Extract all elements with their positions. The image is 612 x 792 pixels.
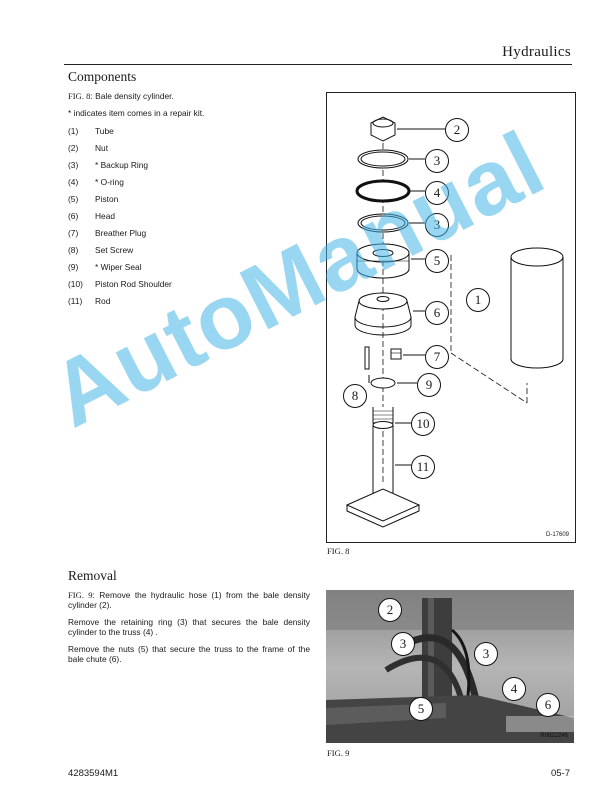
part-number: (8) (68, 245, 79, 255)
figure-8-description: FIG. 8: Bale density cylinder. (68, 91, 310, 101)
parts-list-item: (6) Head (68, 211, 172, 228)
figure-9-caption: FIG. 9 (327, 748, 350, 758)
part-label: Piston Rod Shoulder (95, 279, 172, 289)
part-label: * Wiper Seal (95, 262, 142, 272)
callout-6: 6 (425, 301, 449, 325)
callout-6: 6 (536, 693, 560, 717)
callout-3: 3 (474, 642, 498, 666)
part-label: Breather Plug (95, 228, 147, 238)
figure-8-description-text: : Bale density cylinder. (90, 91, 174, 101)
parts-list-item: (1) Tube (68, 126, 172, 143)
part-number: (2) (68, 143, 79, 153)
parts-list-item: (9) * Wiper Seal (68, 262, 172, 279)
callout-10: 10 (411, 412, 435, 436)
document-number: 4283594M1 (68, 768, 119, 779)
truss-photo-drawing (326, 590, 574, 743)
callout-9: 9 (417, 373, 441, 397)
cylinder-exploded-drawing (345, 116, 564, 528)
parts-list-item: (4) * O-ring (68, 177, 172, 194)
figure-8-caption: FIG. 8 (327, 546, 350, 556)
part-label: Set Screw (95, 245, 134, 255)
removal-heading: Removal (68, 568, 117, 583)
callout-1: 1 (466, 288, 490, 312)
figure-8-diagram: 2 3 4 3 5 1 6 7 9 8 10 11 D-17609 (326, 92, 576, 543)
parts-list-item: (5) Piston (68, 194, 172, 211)
part-label: * O-ring (95, 177, 124, 187)
callout-4: 4 (425, 181, 449, 205)
part-number: (7) (68, 228, 79, 238)
removal-step-1-text: : Remove the hydraulic hose (1) from the… (68, 590, 310, 611)
parts-list-item: (7) Breather Plug (68, 228, 172, 245)
callout-2: 2 (378, 598, 402, 622)
figure-9-photo: 2 3 3 4 6 5 R0622246 (326, 590, 574, 743)
parts-list-item: (8) Set Screw (68, 245, 172, 262)
callout-5: 5 (409, 697, 433, 721)
part-label: Rod (95, 296, 111, 306)
removal-step-1: FIG. 9: Remove the hydraulic hose (1) fr… (68, 590, 310, 611)
parts-list-item: (11) Rod (68, 296, 172, 313)
page-header-title: Hydraulics (502, 44, 571, 60)
components-heading: Components (68, 69, 137, 84)
part-number: (4) (68, 177, 79, 187)
callout-3: 3 (425, 149, 449, 173)
callout-11: 11 (411, 455, 435, 479)
part-label: Piston (95, 194, 119, 204)
callout-4: 4 (502, 677, 526, 701)
page-number: 05-7 (550, 768, 570, 779)
callout-5: 5 (425, 249, 449, 273)
callout-8: 8 (343, 384, 367, 408)
header-divider (64, 64, 572, 65)
part-label: Nut (95, 143, 109, 153)
callout-7: 7 (425, 345, 449, 369)
parts-list-item: (10) Piston Rod Shoulder (68, 279, 172, 296)
figure-9-reference: FIG. 9 (68, 590, 93, 600)
repair-kit-note: * indicates item comes in a repair kit. (68, 108, 205, 118)
part-number: (1) (68, 126, 79, 136)
figure-8-reference: FIG. 8 (68, 91, 91, 101)
removal-step-2: Remove the retaining ring (3) that secur… (68, 617, 310, 638)
parts-list-item: (3) * Backup Ring (68, 160, 172, 177)
callout-2: 2 (445, 118, 469, 142)
part-label: Tube (95, 126, 114, 136)
callout-3: 3 (425, 213, 449, 237)
removal-step-3: Remove the nuts (5) that secure the trus… (68, 644, 310, 665)
part-number: (11) (68, 296, 83, 306)
callout-3: 3 (391, 632, 415, 656)
figure-8-drawing-code: D-17609 (545, 532, 569, 538)
part-number: (6) (68, 211, 79, 221)
part-number: (3) (68, 160, 79, 170)
part-number: (9) (68, 262, 79, 272)
part-label: * Backup Ring (95, 160, 149, 170)
part-number: (5) (68, 194, 79, 204)
parts-list: (1) Tube (2) Nut (3) * Backup Ring (4) * O-r… (68, 126, 172, 313)
part-label: Head (95, 211, 116, 221)
figure-9-photo-code: R0622246 (540, 733, 568, 739)
parts-list-item: (2) Nut (68, 143, 172, 160)
part-number: (10) (68, 279, 83, 289)
